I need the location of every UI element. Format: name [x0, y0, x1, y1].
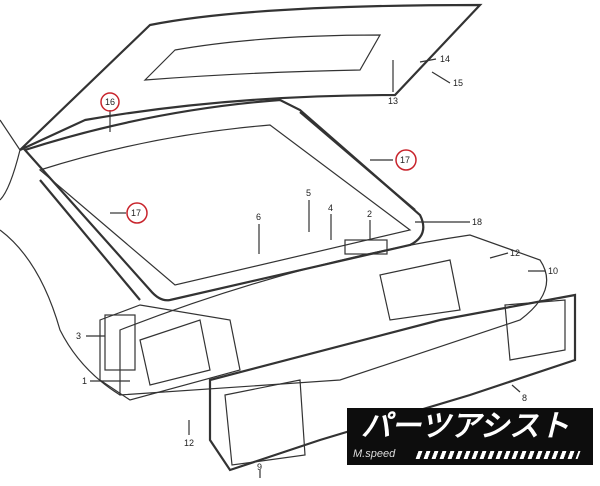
- label-12: 12: [184, 438, 194, 448]
- logo-title: パーツアシスト: [361, 409, 570, 444]
- lid-panel: [143, 34, 382, 81]
- finisher-panel: [99, 304, 241, 401]
- car-side: [0, 229, 121, 396]
- highlight-circle-17: [126, 202, 148, 224]
- label-15: 15: [453, 78, 463, 88]
- label-6: 6: [256, 212, 261, 222]
- label-10: 10: [548, 266, 558, 276]
- hatch-lid: [19, 3, 483, 151]
- rear-panel: [119, 234, 548, 396]
- highlight-circle-17: [395, 149, 417, 171]
- lamp-right: [379, 259, 461, 321]
- plate-bracket-2: [344, 239, 388, 255]
- label-17-left: 17: [131, 208, 141, 218]
- weatherstrip-16: [23, 98, 425, 302]
- molding-17-right: [299, 111, 416, 211]
- highlight-circle-16: [100, 92, 120, 112]
- label-8: 8: [522, 393, 527, 403]
- label-16: 16: [105, 97, 115, 107]
- label-4: 4: [328, 203, 333, 213]
- rear-garnish-8: [208, 293, 577, 472]
- checkered-stripe: [415, 451, 581, 459]
- car-body: [0, 119, 21, 201]
- label-17-right: 17: [400, 155, 410, 165]
- logo-subtitle: M.speed: [353, 448, 396, 460]
- bracket-3: [104, 314, 136, 371]
- leader-lines: [86, 58, 545, 478]
- molding-17-left: [39, 179, 141, 301]
- label-18: 18: [472, 217, 482, 227]
- label-3: 3: [76, 331, 81, 341]
- label-2: 2: [367, 209, 372, 219]
- garnish-lens-right: [504, 299, 566, 361]
- label-14: 14: [440, 54, 450, 64]
- lamp-left: [139, 319, 211, 386]
- label-13: 13: [388, 96, 398, 106]
- label-1: 1: [82, 376, 87, 386]
- label-5: 5: [306, 188, 311, 198]
- garnish-lens-left: [224, 379, 306, 466]
- label-9: 9: [257, 462, 262, 472]
- label-12: 12: [510, 248, 520, 258]
- parts-assist-logo: パーツアシスト M.speed: [347, 408, 593, 465]
- window-frame: [38, 124, 412, 286]
